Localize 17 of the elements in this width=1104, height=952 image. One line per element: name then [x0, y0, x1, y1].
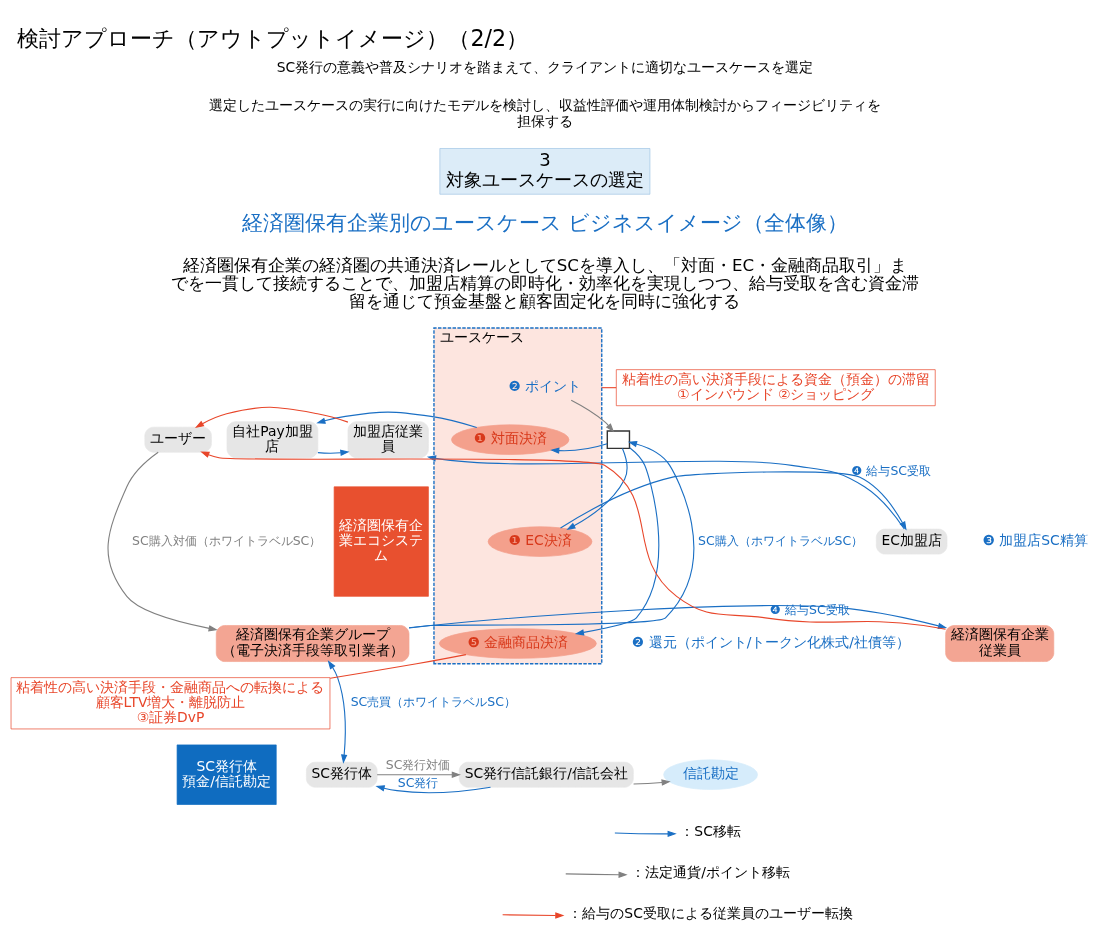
label: SC発行の意義や普及シナリオを踏まえて、クライアントに適切なユースケースを選定 — [276, 58, 814, 75]
label: ❷ 還元（ポイント/トークン化株式/社債等） — [631, 633, 910, 650]
edge-label: SC売買（ホワイトラベルSC） — [350, 693, 516, 709]
diagram-title: 検討アプローチ（アウトプットイメージ）（2/2） — [17, 24, 529, 51]
legend-label: ：給与のSC受取による従業員のユーザー転換 — [568, 904, 853, 921]
edge-label: SC購入（ホワイトラベルSC） — [698, 532, 864, 548]
edge-label: ❹ 給与SC受取 — [851, 462, 932, 478]
legend-label: ：SC移転 — [680, 822, 741, 839]
label: ❸ 加盟店SC精算 — [982, 531, 1088, 548]
edge-label: SC発行対価 — [385, 756, 451, 772]
legend-label: ：法定通貨/ポイント移転 — [631, 863, 790, 880]
node-text: ❷ ポイント — [508, 377, 582, 394]
edge-label: SC発行 — [397, 774, 439, 790]
edge-label: SC購入対価（ホワイトラベルSC） — [132, 532, 322, 548]
label: 選定したユースケースの実行に向けたモデルを検討し、収益性評価や運用体制検討からフィージビリティを担保する — [208, 96, 881, 129]
label: 経済圏保有企業別のユースケース ビジネスイメージ（全体像） — [241, 210, 849, 235]
label: 経済圏保有企業の経済圏の共通決済レールとしてSCを導入し、「対面・EC・金融商品取引」までを一貫して接続することで、加盟店精算の即時化・効率化を実現しつつ、給与受取を含む資金滞留を通じて預金基盤と顧客固定化を同時に強化する — [170, 255, 919, 311]
